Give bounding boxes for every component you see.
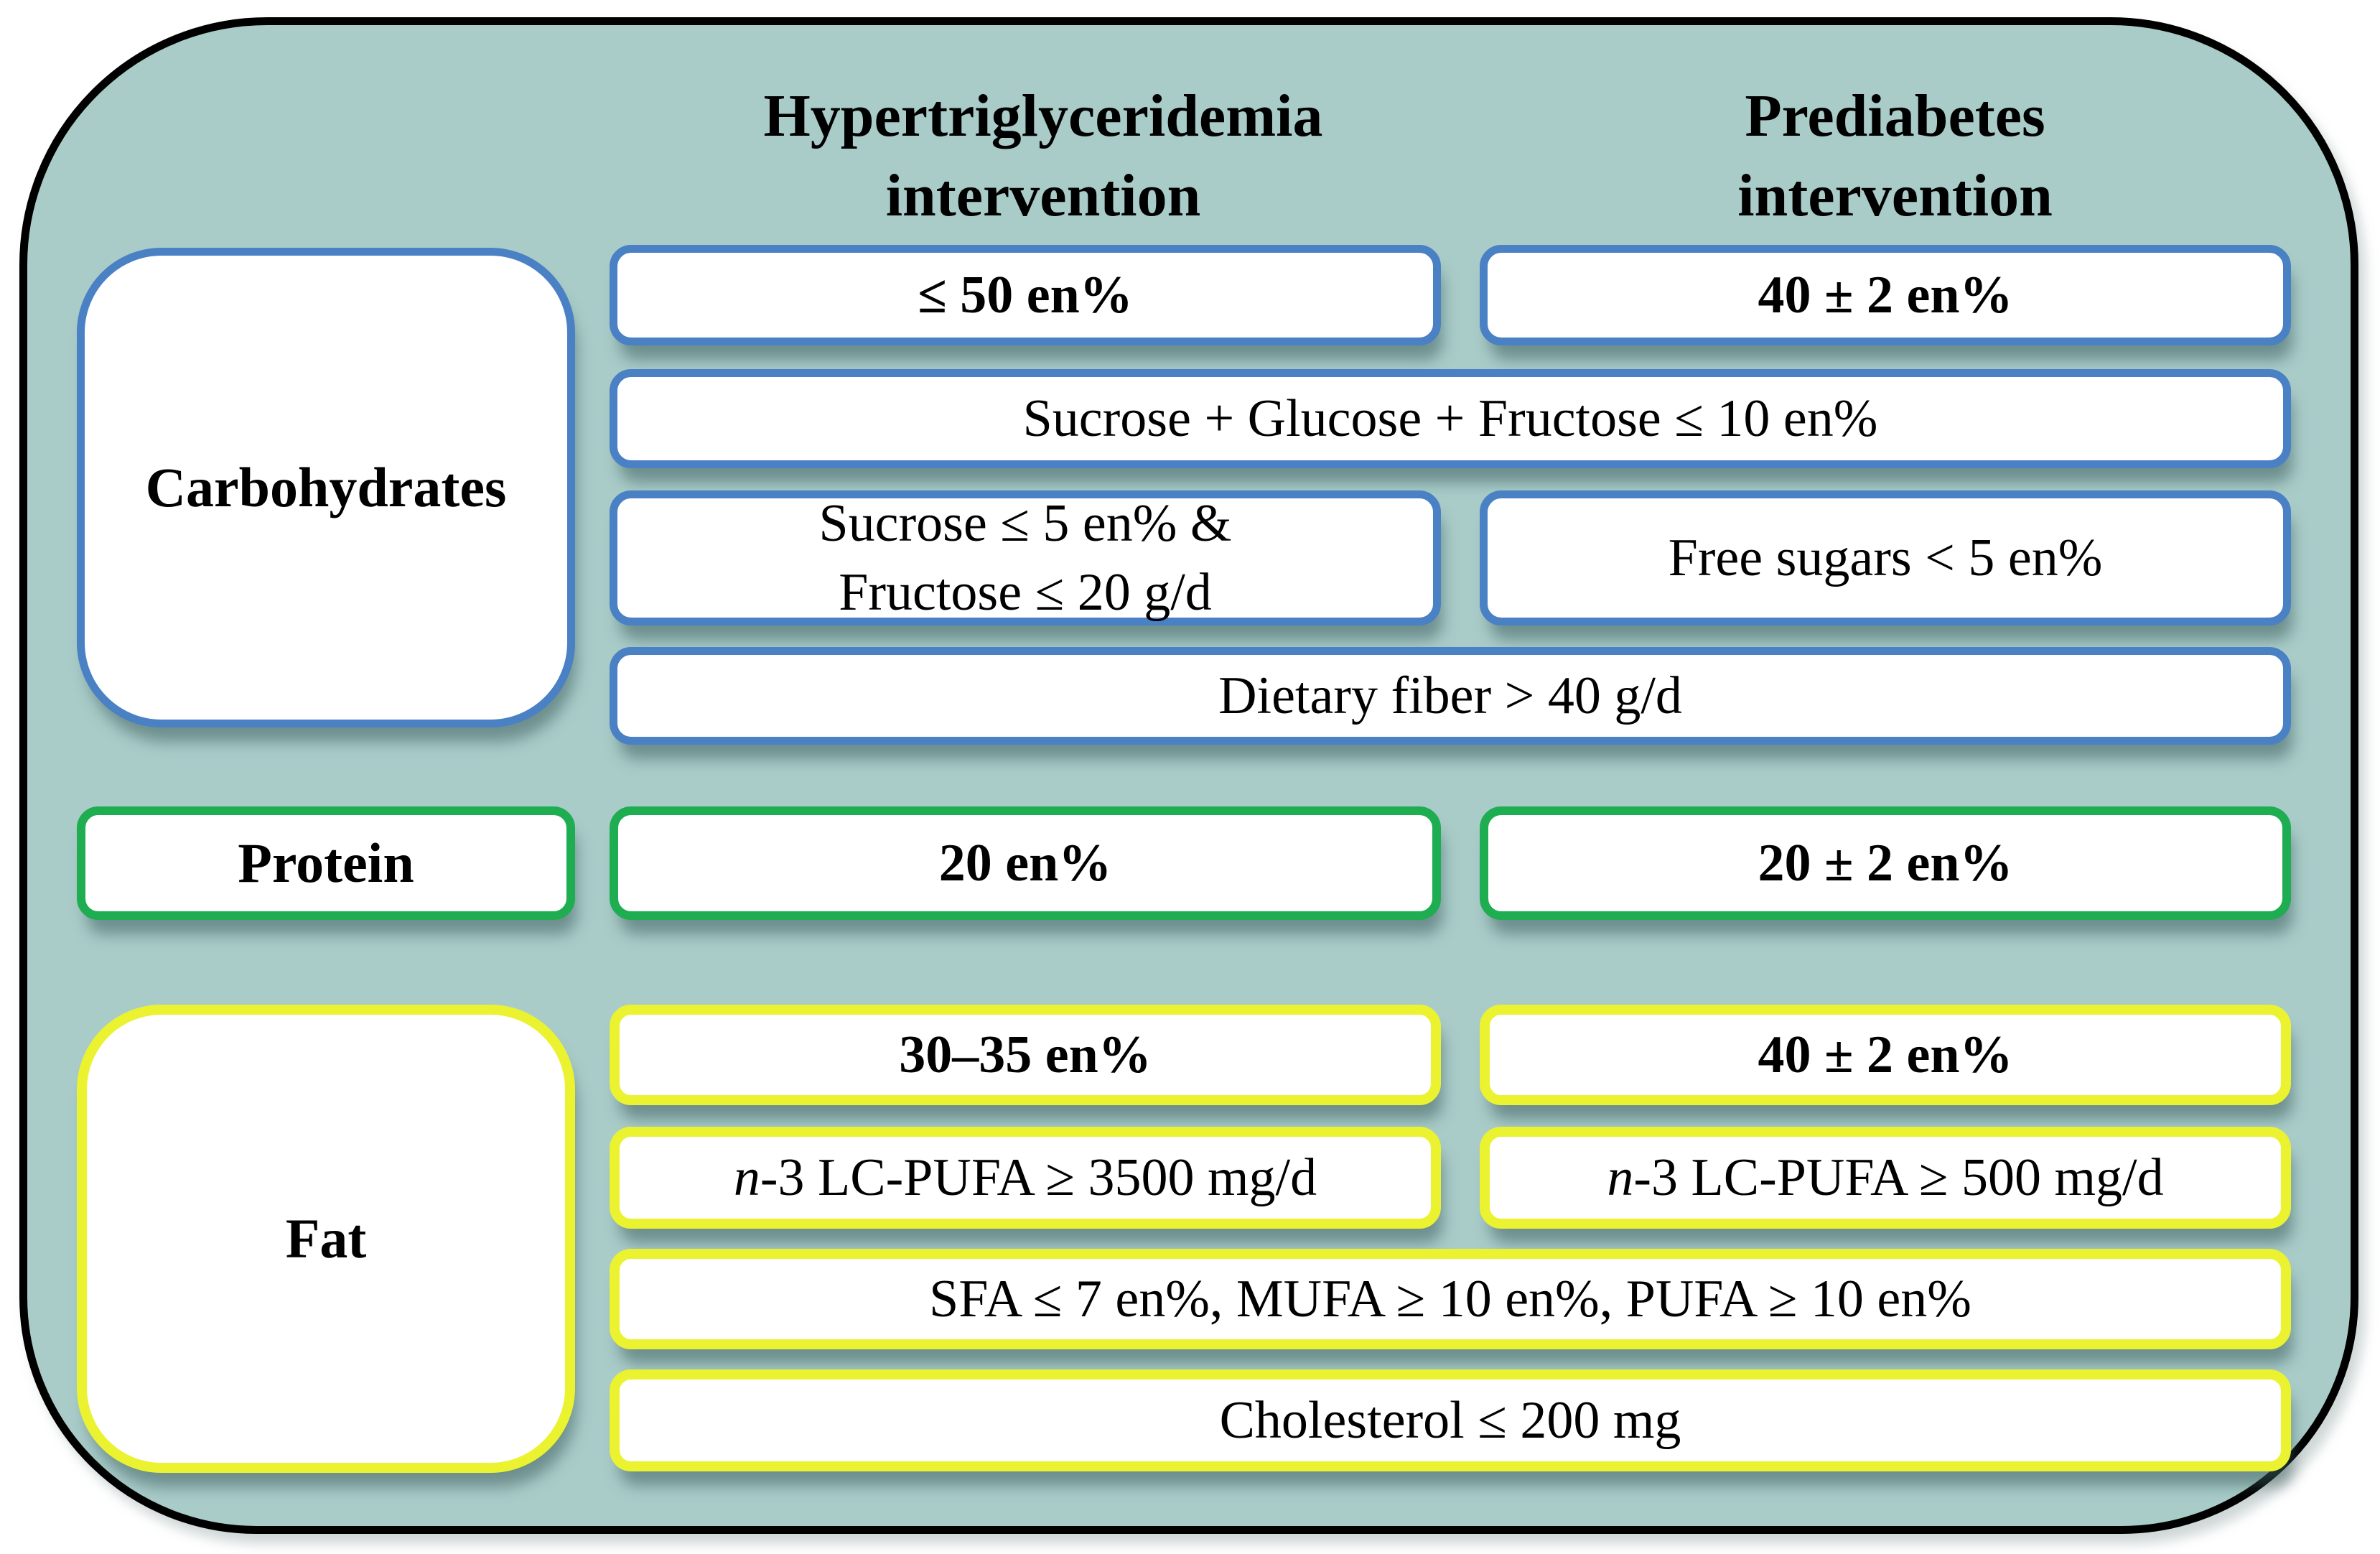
carb-pre-free-sugars-box: Free sugars < 5 en% [1480,490,2291,625]
fat-pre-total-box: 40 ± 2 en% [1480,1005,2291,1105]
fat-hyper-n3-prefix: n [733,1148,760,1207]
carb-dietary-fiber-value: Dietary fiber > 40 g/d [1218,666,1682,725]
carb-combined-sugars-value: Sucrose + Glucose + Fructose ≤ 10 en% [1022,388,1878,448]
fat-fatty-acid-profile-value: SFA ≤ 7 en%, MUFA ≥ 10 en%, PUFA ≥ 10 en… [929,1269,1971,1329]
carb-pre-total-value: 40 ± 2 en% [1758,265,2013,325]
fat-fatty-acid-profile-box: SFA ≤ 7 en%, MUFA ≥ 10 en%, PUFA ≥ 10 en… [610,1249,2291,1349]
category-box-protein: Protein [77,806,575,920]
carb-hyper-total-box: ≤ 50 en% [610,245,1441,345]
category-label-protein: Protein [238,832,414,894]
fat-hyper-n3-box: n-3 LC-PUFA ≥ 3500 mg/d [610,1127,1441,1229]
carb-hyper-total-value: ≤ 50 en% [918,265,1133,325]
fat-hyper-n3-value: n-3 LC-PUFA ≥ 3500 mg/d [734,1143,1317,1212]
carb-combined-sugars-box: Sucrose + Glucose + Fructose ≤ 10 en% [610,369,2291,468]
carb-hyper-sugars-line2: Fructose ≤ 20 g/d [839,563,1212,622]
fat-pre-total-value: 40 ± 2 en% [1758,1025,2013,1084]
column-header-prediabetes: Prediabetes intervention [1737,83,2053,229]
fat-cholesterol-box: Cholesterol ≤ 200 mg [610,1369,2291,1471]
figure-panel: Hypertriglyceridemia intervention Predia… [19,17,2358,1534]
carb-pre-total-box: 40 ± 2 en% [1480,245,2291,345]
fat-hyper-total-value: 30–35 en% [899,1025,1152,1084]
column-header-hypertriglyceridemia: Hypertriglyceridemia intervention [763,83,1323,229]
protein-pre-total-box: 20 ± 2 en% [1480,806,2291,920]
fat-hyper-total-box: 30–35 en% [610,1005,1441,1105]
carb-pre-free-sugars-value: Free sugars < 5 en% [1668,528,2103,587]
fat-pre-n3-rest: -3 LC-PUFA ≥ 500 mg/d [1633,1148,2164,1207]
protein-pre-total-value: 20 ± 2 en% [1758,833,2013,893]
fat-cholesterol-value: Cholesterol ≤ 200 mg [1219,1390,1681,1450]
carb-dietary-fiber-box: Dietary fiber > 40 g/d [610,647,2291,745]
category-box-carbohydrates: Carbohydrates [77,248,575,727]
category-label-fat: Fat [285,1207,367,1270]
carb-hyper-sugars-box: Sucrose ≤ 5 en% & Fructose ≤ 20 g/d [610,490,1441,625]
protein-hyper-total-box: 20 en% [610,806,1441,920]
carb-hyper-sugars-line1: Sucrose ≤ 5 en% & [818,493,1232,553]
fat-pre-n3-prefix: n [1607,1148,1634,1207]
category-label-carbohydrates: Carbohydrates [145,456,507,518]
category-box-fat: Fat [77,1005,575,1473]
fat-pre-n3-value: n-3 LC-PUFA ≥ 500 mg/d [1607,1143,2163,1212]
fat-pre-n3-box: n-3 LC-PUFA ≥ 500 mg/d [1480,1127,2291,1229]
protein-hyper-total-value: 20 en% [938,833,1112,893]
fat-hyper-n3-rest: -3 LC-PUFA ≥ 3500 mg/d [760,1148,1317,1207]
